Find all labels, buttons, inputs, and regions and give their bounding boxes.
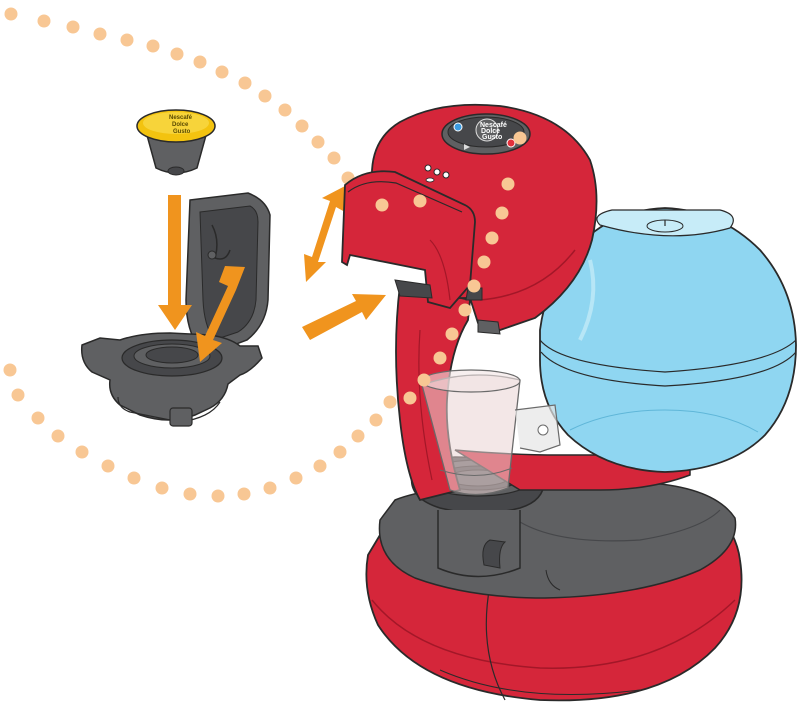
- dot: [32, 412, 45, 425]
- dot: [216, 66, 229, 79]
- dot: [12, 389, 25, 402]
- dot: [264, 482, 277, 495]
- dot: [290, 472, 303, 485]
- dot: [496, 207, 509, 220]
- dot: [459, 304, 472, 317]
- dot: [314, 460, 327, 473]
- dot: [259, 90, 272, 103]
- dot: [334, 446, 347, 459]
- dot: [352, 430, 365, 443]
- dot: [478, 256, 491, 269]
- dot: [94, 28, 107, 41]
- dot: [184, 488, 197, 501]
- dot: [370, 414, 383, 427]
- dot: [384, 396, 397, 409]
- dot: [502, 178, 515, 191]
- dot: [296, 120, 309, 133]
- dot: [446, 328, 459, 341]
- capsule: Nescafé Dolce Gusto: [137, 110, 215, 175]
- machine-logo-3: Gusto: [482, 134, 502, 141]
- dot: [76, 446, 89, 459]
- dot: [147, 40, 160, 53]
- dot: [514, 132, 527, 145]
- dot: [5, 8, 18, 21]
- dot: [171, 48, 184, 61]
- dot: [102, 460, 115, 473]
- capsule-label-2: Dolce: [172, 122, 189, 128]
- dot: [212, 490, 225, 503]
- dot: [279, 104, 292, 117]
- dot: [4, 364, 17, 377]
- dot: [376, 199, 389, 212]
- dot: [156, 482, 169, 495]
- dot: [52, 430, 65, 443]
- dot: [434, 352, 447, 365]
- dot: [404, 392, 417, 405]
- dot: [67, 21, 80, 34]
- capsule-label-1: Nescafé: [169, 115, 193, 121]
- dot: [418, 374, 431, 387]
- dot: [38, 15, 51, 28]
- dot: [194, 56, 207, 69]
- dot: [238, 488, 251, 501]
- capsule-label-3: Gusto: [173, 129, 191, 135]
- dot: [128, 472, 141, 485]
- dot: [239, 77, 252, 90]
- dot: [121, 34, 134, 47]
- dot: [312, 136, 325, 149]
- dot: [414, 195, 427, 208]
- dot: [468, 280, 481, 293]
- dot: [486, 232, 499, 245]
- dot: [328, 152, 341, 165]
